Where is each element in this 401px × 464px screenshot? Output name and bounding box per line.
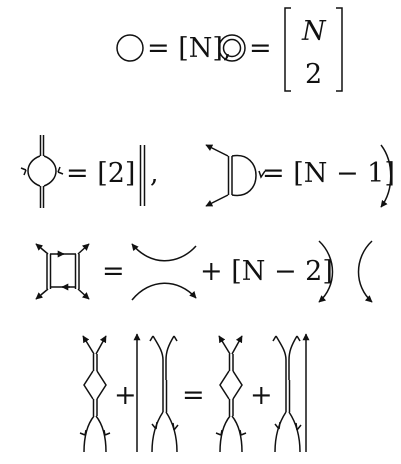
smoothing-arcs	[131, 243, 197, 301]
single-strand	[380, 144, 392, 208]
web-c	[215, 335, 247, 453]
relation-2-rhs-1: = [2]	[66, 158, 135, 189]
relation-4-plus-2: +	[250, 380, 273, 411]
relation-4-plus-1: +	[114, 380, 137, 411]
bigon-web	[20, 135, 64, 208]
loop-web	[205, 144, 266, 207]
double-edge	[139, 145, 146, 206]
relation-4-equals: =	[182, 380, 205, 411]
relation-1-rhs-1: = [N],	[147, 33, 231, 64]
binomial-top: N	[301, 16, 327, 47]
binomial-bottom: 2	[305, 59, 322, 90]
relation-row-2: = [2] , = [N − 1]	[20, 135, 395, 208]
relation-3-equals: =	[102, 256, 125, 287]
web-a	[79, 335, 111, 453]
web-d	[272, 333, 310, 453]
vertical-arcs	[318, 240, 373, 303]
relation-1-equals: =	[249, 33, 272, 64]
web-b	[133, 333, 179, 453]
binomial-bracket: N 2	[284, 7, 343, 92]
oriented-circle	[116, 34, 144, 62]
double-circle	[218, 34, 246, 62]
relation-2-rhs-2: = [N − 1]	[262, 158, 395, 189]
relation-row-1: = [N], = N 2	[116, 7, 343, 92]
relation-row-3: = + [N − 2]	[35, 240, 373, 303]
square-web	[35, 243, 90, 300]
relation-row-4: + = +	[79, 333, 310, 453]
relation-3-rhs: + [N − 2]	[200, 256, 333, 287]
relation-2-comma: ,	[150, 158, 159, 189]
